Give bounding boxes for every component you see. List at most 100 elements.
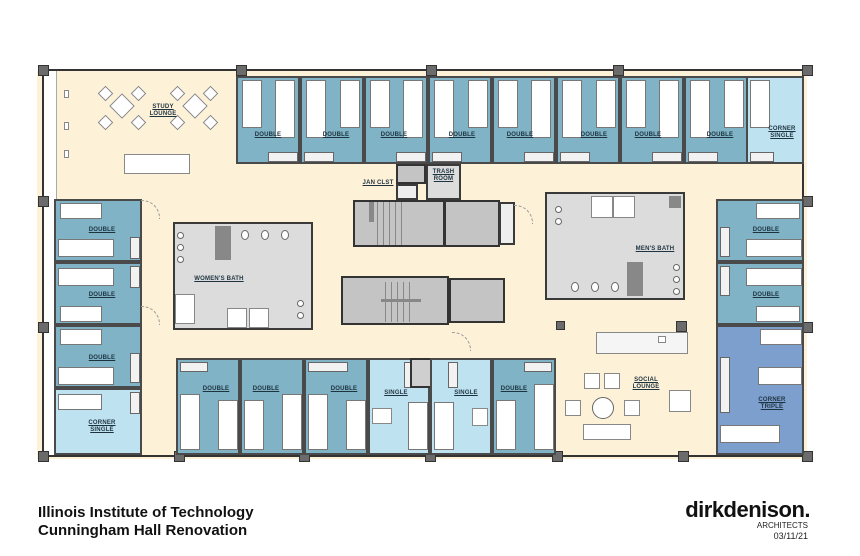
bed — [58, 239, 114, 257]
room-label: DOUBLE — [88, 227, 116, 233]
room-label: DOUBLE — [202, 386, 230, 392]
room-label: DOUBLE — [88, 355, 116, 361]
desk — [372, 408, 392, 424]
sofa — [583, 424, 631, 440]
sink — [673, 264, 680, 271]
wall-seat — [64, 122, 69, 130]
jan-closet-core — [396, 164, 426, 184]
room-label: CORNER TRIPLE — [758, 397, 786, 410]
bed — [758, 367, 802, 385]
bed — [498, 80, 518, 128]
bed — [659, 80, 679, 138]
room-label: CORNER SINGLE — [88, 420, 116, 433]
room-label-jan-closet: JAN CLST — [362, 180, 394, 186]
client-name: Illinois Institute of Technology — [38, 504, 254, 521]
room-double: DOUBLE — [684, 76, 748, 164]
room-label-social-lounge: SOCIAL LOUNGE — [632, 377, 660, 390]
room-corner-single: CORNER SINGLE — [746, 76, 804, 164]
bed — [244, 400, 264, 450]
room-label: DOUBLE — [330, 386, 358, 392]
bed — [180, 394, 200, 450]
room-label: DOUBLE — [322, 132, 350, 138]
stair-tread — [395, 202, 396, 245]
column — [802, 451, 813, 462]
room-label: SINGLE — [384, 390, 408, 396]
bed — [562, 80, 582, 138]
room-double: DOUBLE — [240, 358, 304, 455]
column — [556, 321, 565, 330]
room-single: SINGLE — [430, 358, 492, 455]
shower — [627, 262, 643, 296]
wardrobe — [688, 152, 718, 162]
sink — [177, 256, 184, 263]
bed — [496, 400, 516, 450]
room-label: DOUBLE — [752, 227, 780, 233]
room-label: SINGLE — [454, 390, 478, 396]
sink — [673, 276, 680, 283]
elevator-lower — [449, 278, 505, 323]
shower-stall — [227, 308, 247, 328]
wardrobe — [720, 266, 730, 296]
shower-stall — [613, 196, 635, 218]
bed — [60, 203, 102, 219]
shower-stall — [249, 308, 269, 328]
wardrobe — [268, 152, 298, 162]
bed — [306, 80, 326, 138]
room-double: DOUBLE — [176, 358, 240, 455]
column — [38, 451, 49, 462]
toilet — [261, 230, 269, 240]
bed — [346, 400, 366, 450]
wardrobe — [560, 152, 590, 162]
room-double: DOUBLE — [54, 199, 142, 262]
column — [678, 451, 689, 462]
column — [38, 322, 49, 333]
room-double: DOUBLE — [716, 199, 804, 262]
room-label: DOUBLE — [506, 132, 534, 138]
bed — [756, 203, 800, 219]
room-label: DOUBLE — [634, 132, 662, 138]
room-double: DOUBLE — [716, 262, 804, 325]
room-label: DOUBLE — [88, 292, 116, 298]
stair-tread — [391, 282, 392, 322]
wardrobe — [524, 152, 554, 162]
wardrobe — [448, 362, 458, 388]
room-double: DOUBLE — [300, 76, 364, 164]
column — [426, 65, 437, 76]
stair-upper — [353, 200, 445, 247]
bed — [370, 80, 390, 128]
stair-tread — [397, 282, 398, 322]
sink — [673, 288, 680, 295]
column — [802, 65, 813, 76]
room-label: DOUBLE — [752, 292, 780, 298]
stair-tread — [403, 282, 404, 322]
bed — [760, 329, 802, 345]
bed — [746, 268, 802, 286]
kitchen-sink — [658, 336, 666, 343]
room-double: DOUBLE — [492, 358, 556, 455]
bed — [531, 80, 551, 138]
kitchen-counter — [596, 332, 688, 354]
mens-bath: MEN'S BATH — [545, 192, 685, 300]
toilet — [591, 282, 599, 292]
sink — [555, 206, 562, 213]
column — [676, 321, 687, 332]
room-label: DOUBLE — [380, 132, 408, 138]
room-label-trash-room: TRASH ROOM — [432, 169, 455, 182]
room-double: DOUBLE — [364, 76, 428, 164]
bed — [403, 80, 423, 138]
wardrobe — [130, 266, 140, 288]
bed — [534, 384, 554, 450]
stair-tread — [383, 202, 384, 245]
room-label: CORNER SINGLE — [768, 126, 796, 139]
column — [552, 451, 563, 462]
bed — [60, 306, 102, 322]
armchair — [624, 400, 640, 416]
desk — [472, 408, 488, 426]
wall-seat — [64, 90, 69, 98]
armchair — [604, 373, 620, 389]
room-label: DOUBLE — [448, 132, 476, 138]
wardrobe — [432, 152, 462, 162]
bed — [275, 80, 295, 138]
bed — [690, 80, 710, 138]
jan-closet — [396, 184, 418, 200]
